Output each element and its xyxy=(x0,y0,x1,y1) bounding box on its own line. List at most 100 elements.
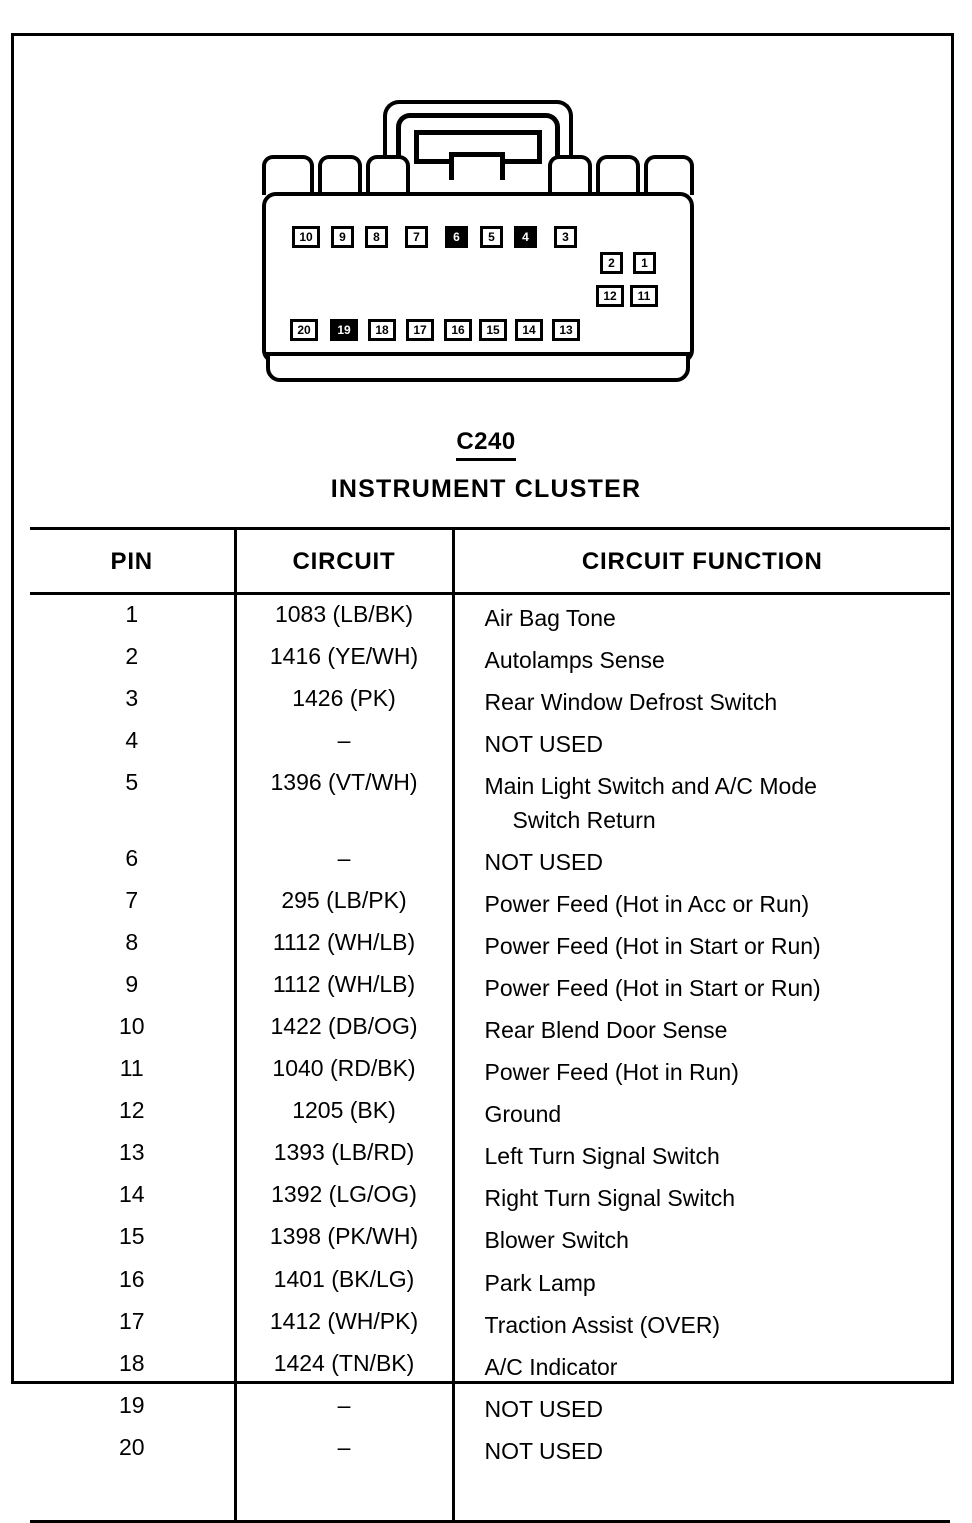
cell-pin: 19 xyxy=(30,1385,237,1428)
cell-pin: 8 xyxy=(30,923,237,966)
cell-pin: 16 xyxy=(30,1259,237,1302)
cell-function-line1: Blower Switch xyxy=(484,1227,629,1254)
connector-tab-1 xyxy=(262,155,314,195)
connector-housing xyxy=(262,192,694,364)
cell-circuit: 1401 (BK/LG) xyxy=(235,1259,455,1302)
cell-pin: 11 xyxy=(30,1049,237,1092)
cell-pin: 5 xyxy=(30,763,237,840)
cell-function: NOT USED xyxy=(453,839,950,881)
cell-function: Left Turn Signal Switch xyxy=(453,1133,950,1175)
cell-pin: 1 xyxy=(30,593,237,638)
pin-cavity-5: 5 xyxy=(480,226,503,248)
cell-function: Autolamps Sense xyxy=(453,637,950,679)
cell-function-line1: Main Light Switch and A/C Mode xyxy=(484,773,817,800)
cell-circuit: 1398 (PK/WH) xyxy=(235,1217,455,1260)
cell-function: Right Turn Signal Switch xyxy=(453,1175,950,1217)
cell-circuit: 295 (LB/PK) xyxy=(235,881,455,924)
pin-cavity-4: 4 xyxy=(514,226,537,248)
cell-pin: 4 xyxy=(30,721,237,764)
cell-circuit: 1205 (BK) xyxy=(235,1091,455,1134)
cell-circuit: 1396 (VT/WH) xyxy=(235,763,455,840)
cell-function: Rear Window Defrost Switch xyxy=(453,679,950,721)
cell-circuit: 1040 (RD/BK) xyxy=(235,1049,455,1092)
pin-cavity-15: 15 xyxy=(479,319,507,341)
cell-function: Power Feed (Hot in Run) xyxy=(453,1049,950,1091)
pin-cavity-17: 17 xyxy=(406,319,434,341)
pin-cavity-7: 7 xyxy=(405,226,428,248)
pin-cavity-6: 6 xyxy=(445,226,468,248)
cell-pin: 10 xyxy=(30,1007,237,1050)
cell-function: Power Feed (Hot in Acc or Run) xyxy=(453,881,950,923)
cell-pin: 15 xyxy=(30,1217,237,1260)
connector-bottom-lip xyxy=(266,352,690,382)
cell-function-line1: NOT USED xyxy=(484,1437,603,1464)
cell-function-line1: Rear Window Defrost Switch xyxy=(484,689,778,716)
cell-function: NOT USED xyxy=(453,1386,950,1428)
cell-function-line1: Right Turn Signal Switch xyxy=(484,1185,736,1212)
header-pin: PIN xyxy=(30,527,237,595)
cell-pin: 6 xyxy=(30,839,237,882)
pin-cavity-13: 13 xyxy=(552,319,580,341)
cell-function-line1: Traction Assist (OVER) xyxy=(484,1311,721,1338)
cell-function-line1: Ground xyxy=(484,1101,562,1128)
connector-tab-6 xyxy=(644,155,694,195)
pin-cavity-9: 9 xyxy=(331,226,354,248)
cell-function-line1: Rear Blend Door Sense xyxy=(484,1017,728,1044)
cell-function: Power Feed (Hot in Start or Run) xyxy=(453,965,950,1007)
cell-pin: 17 xyxy=(30,1301,237,1344)
pin-cavity-1: 1 xyxy=(633,252,656,274)
cell-function: Park Lamp xyxy=(453,1260,950,1302)
cell-function: NOT USED xyxy=(453,1428,950,1470)
spacer-cell xyxy=(453,1469,950,1523)
cell-function-line1: Power Feed (Hot in Start or Run) xyxy=(484,933,821,960)
cell-function-line2: Switch Return xyxy=(512,807,656,834)
connector-illustration: 10 9 8 7 6 5 4 3 2 1 12 11 20 19 18 17 1… xyxy=(0,0,972,382)
cell-circuit: 1112 (WH/LB) xyxy=(235,923,455,966)
cell-pin: 9 xyxy=(30,965,237,1008)
table-row: 20– NOT USED xyxy=(30,1427,950,1470)
cell-pin: 13 xyxy=(30,1133,237,1176)
cell-pin: 2 xyxy=(30,637,237,680)
cell-function: A/C Indicator xyxy=(453,1344,950,1386)
cell-circuit: – xyxy=(235,1427,455,1470)
cell-circuit: 1416 (YE/WH) xyxy=(235,637,455,680)
cell-function: Blower Switch xyxy=(453,1217,950,1259)
table-header-row: PIN CIRCUIT CIRCUIT FUNCTION xyxy=(30,527,950,595)
cell-pin: 14 xyxy=(30,1175,237,1218)
pin-cavity-2: 2 xyxy=(600,252,623,274)
cell-function-line1: Left Turn Signal Switch xyxy=(484,1143,720,1170)
cell-function-line1: Power Feed (Hot in Start or Run) xyxy=(484,975,821,1002)
cell-function-line1: Power Feed (Hot in Acc or Run) xyxy=(484,891,810,918)
connector-tab-3 xyxy=(366,155,410,195)
cell-pin: 20 xyxy=(30,1427,237,1470)
cell-circuit: 1424 (TN/BK) xyxy=(235,1343,455,1386)
connector-tab-4 xyxy=(548,155,592,195)
cell-function: NOT USED xyxy=(453,721,950,763)
cell-circuit: 1412 (WH/PK) xyxy=(235,1301,455,1344)
pin-cavity-12: 12 xyxy=(596,285,624,307)
cell-function-line1: NOT USED xyxy=(484,1395,603,1422)
pin-cavity-8: 8 xyxy=(365,226,388,248)
pin-cavity-11: 11 xyxy=(630,285,658,307)
cell-circuit: – xyxy=(235,1385,455,1428)
cell-circuit: 1112 (WH/LB) xyxy=(235,965,455,1008)
table-row: 6–NOT USED xyxy=(30,839,950,882)
cell-function-line1: Autolamps Sense xyxy=(484,647,665,674)
cell-pin: 18 xyxy=(30,1343,237,1386)
connector-shoulder xyxy=(262,155,694,197)
cell-circuit: 1422 (DB/OG) xyxy=(235,1007,455,1050)
page-border xyxy=(11,33,954,1384)
pin-cavity-16: 16 xyxy=(444,319,472,341)
pin-cavity-3: 3 xyxy=(554,226,577,248)
spacer-cell xyxy=(235,1469,455,1523)
cell-circuit: 1083 (LB/BK) xyxy=(235,593,455,638)
connector-caption: C240 INSTRUMENT CLUSTER xyxy=(0,428,972,504)
